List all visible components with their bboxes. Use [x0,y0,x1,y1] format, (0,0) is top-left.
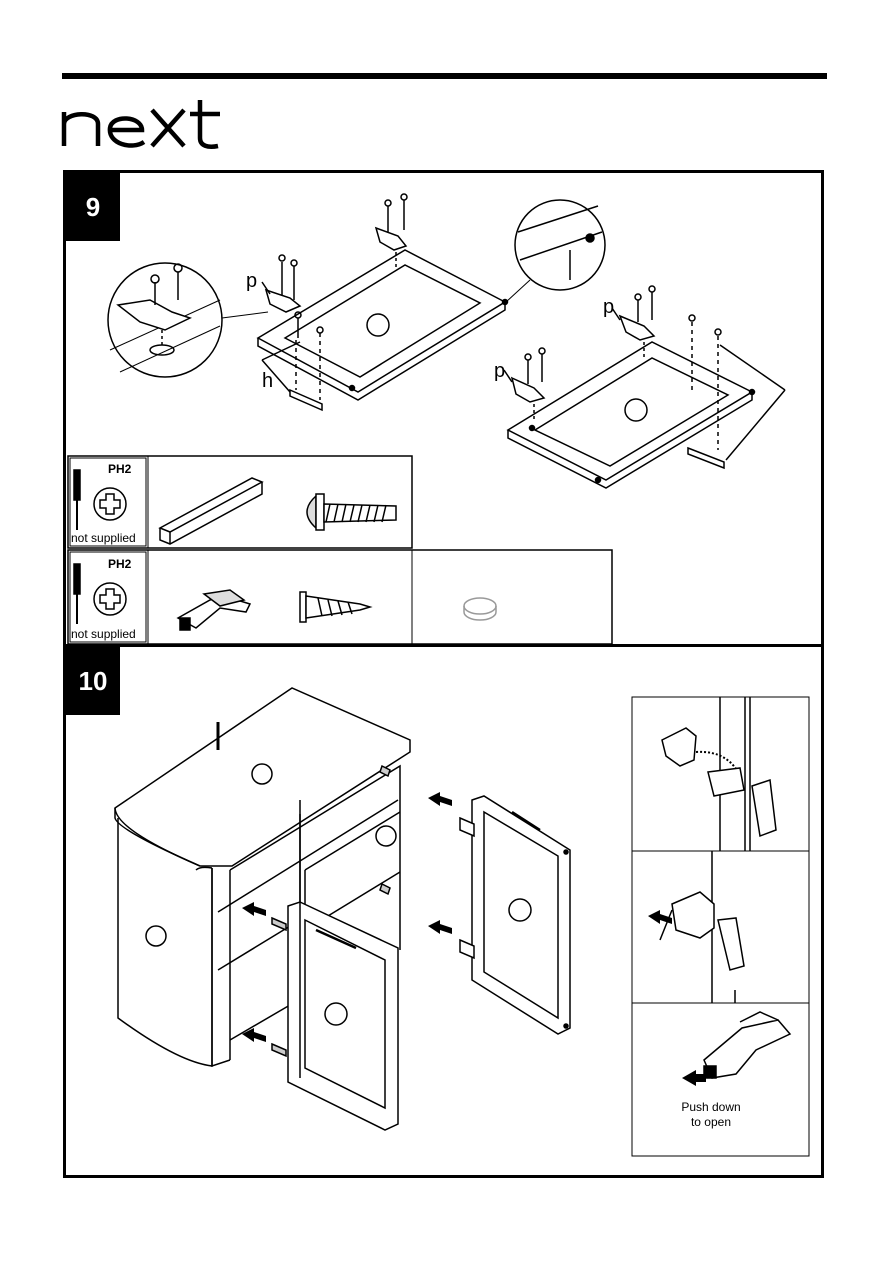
push-down-caption: Push down to open [666,1100,756,1130]
tool-note: not supplied [71,627,136,641]
insert-arrow-icon [242,792,452,1042]
cabinet-door-right [459,795,571,1035]
hinge-screws-panel-1 [261,193,408,412]
dowel-cap-icon [463,597,497,621]
cabinet-door-left [287,901,399,1131]
next-logo [60,98,222,152]
bolt-screw-icon [306,493,397,531]
hinge-screws-panel-2 [503,285,786,470]
door-panel-2 [506,341,756,489]
part-label-p: p [494,360,506,382]
hinge-part-icon [176,589,252,631]
zoom-circle-hinge [107,262,269,378]
cabinet-body [114,687,411,1068]
caption-line: to open [690,1115,732,1129]
wood-screw-icon [299,591,373,623]
door-panel-1 [256,249,509,401]
hinge-detail-panels [631,696,810,1157]
step-divider [63,644,824,647]
part-label-p: p [246,270,258,292]
caption-line: Push down [681,1100,741,1114]
tool-size-label: PH2 [108,557,132,571]
screwdriver-icon [73,469,127,624]
part-label-h: h [262,370,274,392]
zoom-circle-dowel [505,199,606,303]
step-9-badge: 9 [66,173,120,241]
strip-part-icon [158,477,264,545]
tool-note: not supplied [71,531,136,545]
instruction-frame [63,170,824,1178]
parts-table [67,455,613,645]
tool-size-label: PH2 [108,462,132,476]
header-rule [62,73,827,79]
part-label-p: p [603,296,615,318]
step-10-badge: 10 [66,647,120,715]
